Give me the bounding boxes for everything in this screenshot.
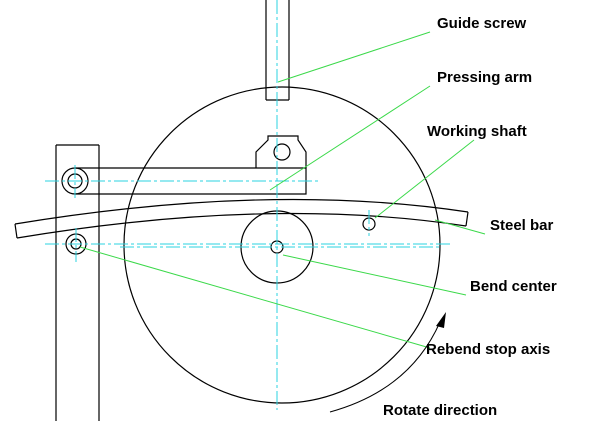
leader-steel-bar [434, 219, 486, 235]
label-rotate-direction: Rotate direction [383, 402, 497, 419]
label-working-shaft: Working shaft [427, 123, 527, 140]
label-bend-center: Bend center [470, 278, 557, 295]
leader-pressing-arm [269, 85, 431, 191]
label-rebend-stop-axis: Rebend stop axis [426, 341, 550, 358]
leader-lines [79, 31, 486, 349]
rotating-disc [123, 86, 441, 404]
leader-guide-screw [277, 31, 431, 83]
steel-bar [14, 198, 469, 239]
label-guide-screw: Guide screw [437, 15, 527, 32]
frame-post [55, 144, 100, 421]
label-pressing-arm: Pressing arm [437, 69, 532, 86]
leader-working-shaft [374, 139, 475, 219]
leader-bend-center [282, 254, 467, 296]
leader-rebend-stop-axis [79, 246, 431, 349]
center-lines [45, 0, 450, 410]
label-steel-bar: Steel bar [490, 217, 554, 234]
pressing-arm-block [255, 135, 307, 168]
rotate-direction-arrow [329, 312, 446, 413]
